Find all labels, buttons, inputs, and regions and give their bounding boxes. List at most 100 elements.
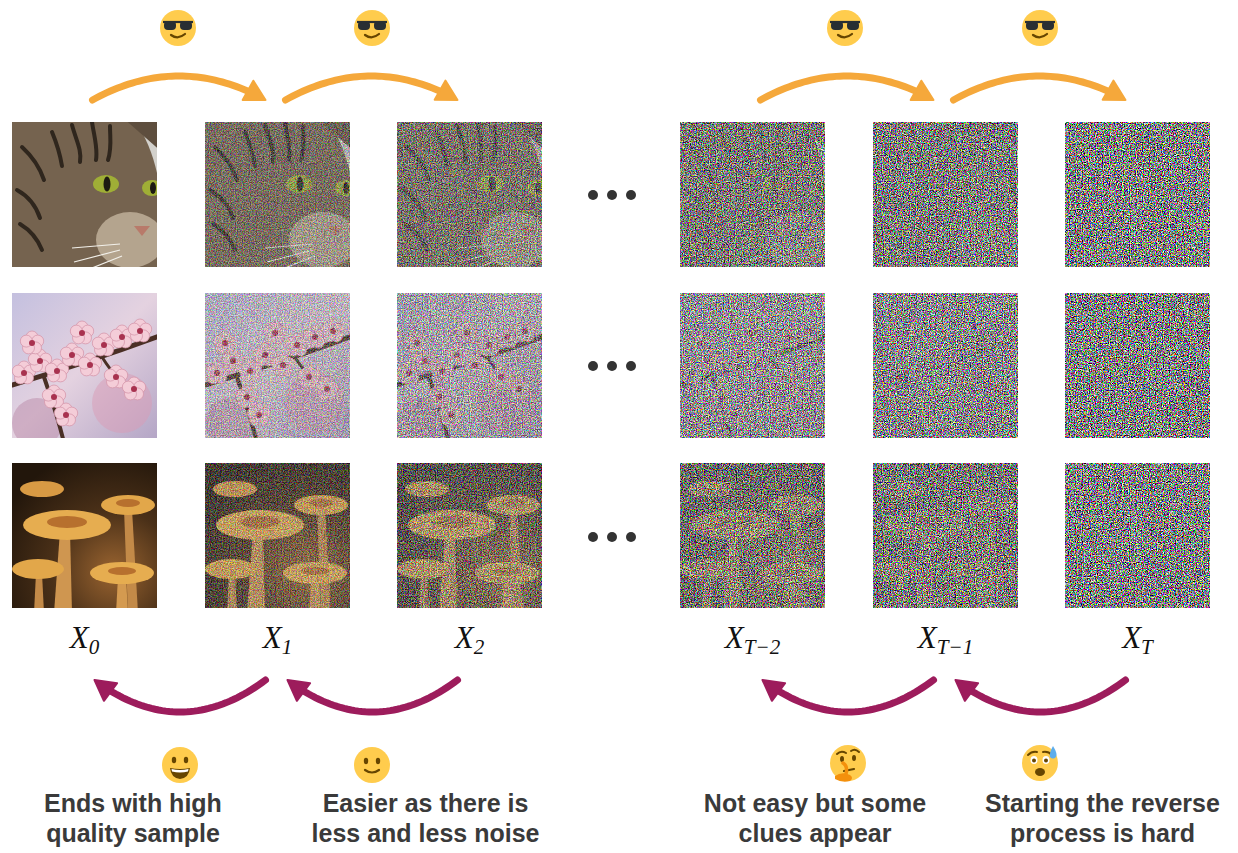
- noise-layer: [680, 122, 825, 267]
- arrow-line: [299, 680, 458, 712]
- arrow-head: [288, 680, 311, 701]
- arrow-line: [967, 680, 1126, 712]
- label-holder: XT: [1065, 618, 1210, 661]
- anxious-sweat-emoji: [1022, 745, 1058, 781]
- mushroom-row: [12, 463, 1210, 613]
- caption-holder: Not easy but some clues appear: [690, 788, 940, 848]
- step-column: XT−1: [873, 100, 1018, 680]
- step-label: X1: [205, 618, 350, 661]
- cat-image: [2, 117, 164, 272]
- cat-image: [670, 117, 832, 272]
- arrow-line: [774, 680, 934, 712]
- subscript: 0: [89, 635, 100, 659]
- smiling-emoji: [354, 747, 390, 783]
- subscript: T−1: [937, 635, 974, 659]
- step-label: X2: [397, 618, 542, 661]
- step-column: X0: [12, 100, 157, 680]
- noise-layer: [1065, 293, 1210, 438]
- noise-layer: [1065, 122, 1210, 267]
- arrow-head: [243, 81, 266, 100]
- ellipsis-dots: [588, 190, 636, 542]
- cat-row: [2, 117, 1210, 272]
- step-label: XT−2: [680, 618, 825, 661]
- step-caption: Easier as there is less and less noise: [301, 788, 551, 848]
- cat-image: [195, 117, 357, 272]
- step-column: XT−2: [680, 100, 825, 680]
- caption-holder: Starting the reverse process is hard: [978, 788, 1228, 848]
- subscript: 2: [474, 635, 485, 659]
- caption-holder: Easier as there is less and less noise: [301, 788, 551, 848]
- sunglasses-emoji: [160, 10, 196, 46]
- reverse-arrow: [956, 680, 1126, 712]
- blossom-image: [873, 293, 1023, 448]
- step-label: X0: [12, 618, 157, 661]
- noise-layer: [873, 463, 1018, 608]
- label-holder: XT−1: [873, 618, 1018, 661]
- label-holder: X2: [397, 618, 542, 661]
- forward-arrow: [954, 76, 1126, 100]
- arrow-head: [1103, 81, 1126, 100]
- noise-layer: [205, 122, 350, 267]
- step-column: XT: [1065, 100, 1210, 680]
- caption-holder: Ends with high quality sample: [8, 788, 258, 848]
- sunglasses-emoji: [1022, 10, 1058, 46]
- label-holder: X0: [12, 618, 157, 661]
- noise-layer: [397, 122, 542, 267]
- arrow-head: [911, 81, 934, 100]
- blossom-image: [205, 293, 355, 448]
- step-caption: Not easy but some clues appear: [690, 788, 940, 848]
- arrow-line: [286, 76, 446, 100]
- mushroom-image: [12, 463, 157, 613]
- subscript: T−2: [744, 635, 781, 659]
- noise-layer: [680, 293, 825, 438]
- step-column: X2: [397, 100, 542, 680]
- mushroom-image: [397, 463, 542, 613]
- arrow-head: [956, 680, 979, 701]
- blossom-image: [12, 293, 162, 448]
- thinking-emoji: [830, 745, 866, 782]
- arrow-line: [761, 76, 922, 100]
- subscript: T: [1141, 635, 1153, 659]
- mushroom-image: [873, 463, 1018, 613]
- step-label: XT−1: [873, 618, 1018, 661]
- noise-layer: [205, 293, 350, 438]
- step-label: XT: [1065, 618, 1210, 661]
- step-caption: Ends with high quality sample: [8, 788, 258, 848]
- reverse-arrow: [763, 680, 934, 712]
- mushroom-image: [680, 463, 825, 613]
- cat-image: [863, 117, 1025, 272]
- cat-image: [387, 117, 549, 272]
- noise-layer: [397, 463, 542, 608]
- sunglasses-emoji: [354, 10, 390, 46]
- arrow-line: [93, 76, 254, 100]
- noise-layer: [397, 293, 542, 438]
- subscript: 1: [282, 635, 293, 659]
- arrow-line: [954, 76, 1114, 100]
- noise-layer: [1065, 463, 1210, 608]
- blossom-row: [12, 293, 1210, 448]
- arrow-head: [95, 680, 118, 701]
- noise-layer: [873, 122, 1018, 267]
- step-column: X1: [205, 100, 350, 680]
- label-holder: XT−2: [680, 618, 825, 661]
- sunglasses-emoji: [827, 10, 863, 46]
- arrow-head: [435, 81, 458, 100]
- reverse-arrow: [288, 680, 458, 712]
- step-caption: Starting the reverse process is hard: [978, 788, 1228, 848]
- mushroom-image: [205, 463, 350, 613]
- reverse-arrow: [95, 680, 266, 712]
- blossom-image: [397, 293, 547, 448]
- arrow-line: [106, 680, 266, 712]
- arrow-head: [763, 680, 786, 701]
- forward-arrow: [93, 76, 266, 100]
- noise-layer: [680, 463, 825, 608]
- noise-layer: [873, 293, 1018, 438]
- forward-arrow: [286, 76, 458, 100]
- forward-arrow: [761, 76, 934, 100]
- blossom-image: [680, 293, 830, 448]
